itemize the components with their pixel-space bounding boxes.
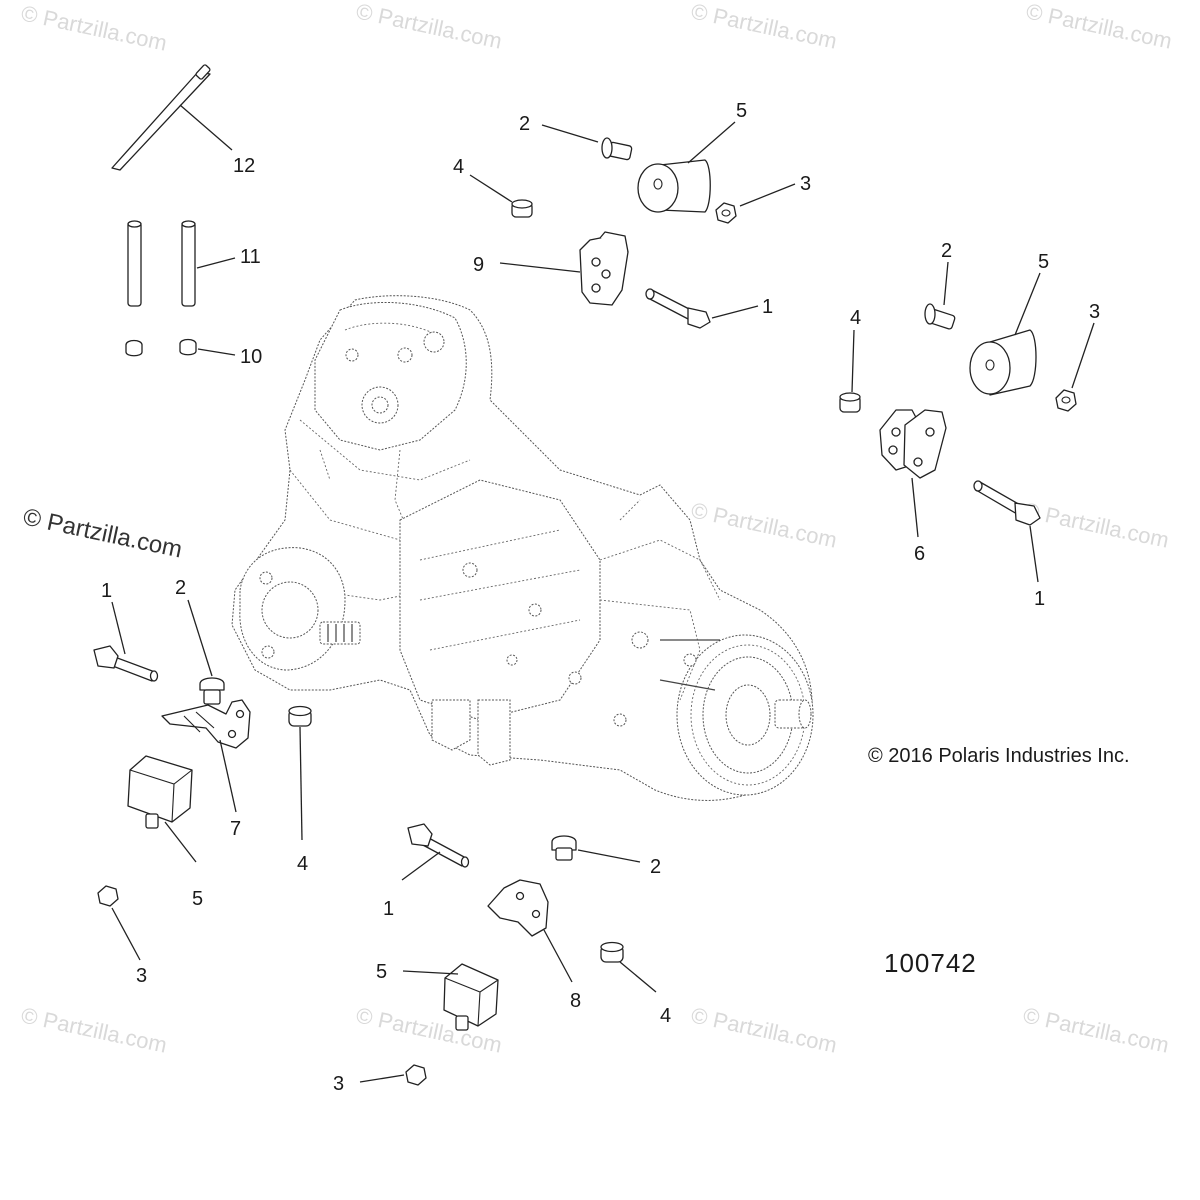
leader-line	[577, 849, 641, 863]
part-9-bracket	[579, 231, 629, 306]
leader-line	[911, 477, 919, 538]
callout-2: 2	[519, 113, 530, 135]
leader-line	[619, 961, 657, 993]
callout-2: 2	[175, 577, 186, 599]
leader-line	[943, 261, 949, 306]
part-8-bracket	[487, 879, 549, 937]
watermark: © Partzilla.com	[689, 1002, 839, 1057]
part-1-bolt	[973, 480, 1041, 526]
callout-9: 9	[473, 254, 484, 276]
part-2-bolt	[601, 137, 633, 161]
leader-line	[469, 174, 513, 203]
part-3-nut	[97, 885, 119, 907]
callout-4: 4	[660, 1005, 671, 1027]
part-12-rod	[111, 64, 211, 171]
leader-line	[164, 821, 197, 863]
callout-4: 4	[453, 156, 464, 178]
callout-10: 10	[240, 346, 262, 368]
callout-3: 3	[136, 965, 147, 987]
callout-11: 11	[240, 246, 261, 268]
leader-line	[299, 726, 303, 841]
callout-2: 2	[650, 856, 661, 878]
part-2-bolt	[199, 677, 225, 705]
leader-line	[687, 121, 736, 164]
leader-line	[711, 305, 759, 319]
leader-line	[739, 183, 796, 207]
callout-1: 1	[101, 580, 112, 602]
callout-7: 7	[230, 818, 241, 840]
copyright-notice: © 2016 Polaris Industries Inc.	[868, 745, 1130, 767]
part-5-mount	[443, 963, 499, 1031]
leader-line	[197, 348, 236, 356]
leader-line	[543, 929, 573, 983]
callout-5: 5	[736, 100, 747, 122]
leader-line	[1014, 272, 1041, 336]
callout-4: 4	[850, 307, 861, 329]
callout-3: 3	[333, 1073, 344, 1095]
leader-line	[851, 329, 855, 393]
watermark: © Partzilla.com	[1024, 0, 1174, 54]
part-7-bracket	[161, 699, 251, 749]
part-5-mount	[969, 329, 1037, 396]
watermark: © Partzilla.com	[1021, 497, 1171, 552]
part-6-bracket	[879, 409, 947, 479]
callout-5: 5	[1038, 251, 1049, 273]
callout-1: 1	[383, 898, 394, 920]
part-2-bolt	[924, 303, 956, 330]
part-4-nut	[839, 392, 861, 413]
part-3-nut	[715, 202, 737, 224]
part-10-clips	[125, 338, 197, 357]
part-1-bolt	[407, 823, 470, 868]
leader-line	[541, 124, 599, 143]
callout-5: 5	[376, 961, 387, 983]
part-3-nut	[405, 1064, 427, 1086]
part-5-mount	[127, 755, 193, 829]
leader-line	[402, 970, 459, 975]
leader-line	[1071, 322, 1095, 389]
callout-12: 12	[233, 155, 255, 177]
part-4-nut	[288, 705, 312, 727]
leader-line	[401, 851, 441, 881]
watermark: © Partzilla.com	[19, 0, 169, 55]
callout-3: 3	[1089, 301, 1100, 323]
leader-line	[499, 262, 581, 273]
callout-5: 5	[192, 888, 203, 910]
watermark: © Partzilla.com	[689, 497, 839, 552]
watermark: © Partzilla.com	[689, 0, 839, 54]
callout-6: 6	[914, 543, 925, 565]
callout-1: 1	[1034, 588, 1045, 610]
callout-1: 1	[762, 296, 773, 318]
leader-line	[359, 1074, 405, 1083]
part-2-bolt	[551, 835, 577, 861]
callout-3: 3	[800, 173, 811, 195]
part-4-nut	[511, 199, 533, 218]
callout-8: 8	[570, 990, 581, 1012]
part-11-pins	[127, 220, 196, 307]
watermark-prominent: © Partzilla.com	[21, 503, 185, 563]
leader-line	[1029, 525, 1039, 583]
watermark: © Partzilla.com	[1021, 1002, 1171, 1057]
leader-line	[196, 257, 236, 269]
figure-number: 100742	[884, 948, 977, 978]
part-1-bolt	[93, 645, 159, 682]
leader-line	[179, 104, 233, 151]
watermark: © Partzilla.com	[19, 1002, 169, 1057]
part-1-bolt	[645, 288, 711, 329]
leader-line	[187, 599, 213, 677]
part-5-mount	[637, 159, 711, 213]
leader-line	[219, 739, 237, 813]
part-4-nut	[600, 941, 624, 963]
leader-line	[111, 907, 141, 961]
part-3-nut	[1055, 389, 1077, 412]
leader-line	[111, 601, 126, 655]
engine-assembly	[231, 295, 814, 801]
callout-2: 2	[941, 240, 952, 262]
watermark: © Partzilla.com	[354, 0, 504, 54]
callout-4: 4	[297, 853, 308, 875]
